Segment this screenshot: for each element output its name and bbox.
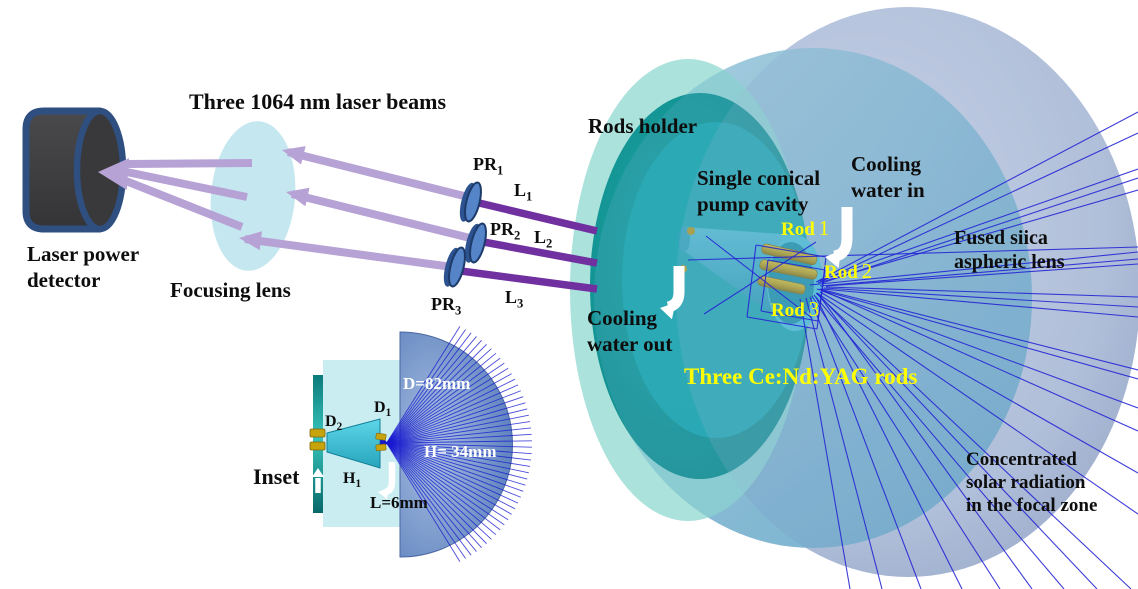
label-dim-d1: D1 xyxy=(374,399,392,420)
cooling-flow-arrows xyxy=(312,207,853,500)
label-dim-d2: D2 xyxy=(325,413,343,434)
label-rods-holder: Rods holder xyxy=(588,114,698,138)
label-pr2: PR2 xyxy=(490,219,521,243)
label-three-yag-rods: Three Ce:Nd:YAG rods xyxy=(684,364,918,389)
label-pr3: PR3 xyxy=(431,294,462,318)
laser-beams xyxy=(98,146,598,293)
pr-disk-3 xyxy=(443,246,466,288)
focusing-lens-shape xyxy=(210,121,296,271)
inset-rays xyxy=(379,326,532,562)
label-l2: L2 xyxy=(534,227,553,251)
partial-reflectors xyxy=(443,181,487,288)
laser-power-detector xyxy=(22,107,127,233)
label-dim-d: D=82mm xyxy=(403,374,471,393)
label-cooling-water-out: Cooling water out xyxy=(587,306,673,356)
pr-disk-2 xyxy=(464,222,487,264)
solar-rays xyxy=(687,111,1138,589)
label-laser-power-detector: Laser power detector xyxy=(27,242,140,292)
label-dim-l: L=6mm xyxy=(370,493,428,512)
inset-rod-end xyxy=(309,428,326,438)
label-concentrated-radiation: Concentrated solar radiation in the foca… xyxy=(966,449,1098,517)
rods-holder-inner-face xyxy=(622,122,810,438)
inset-rod-end xyxy=(309,441,326,451)
label-dim-h1: H1 xyxy=(343,470,362,491)
label-inset: Inset xyxy=(253,464,300,489)
label-focusing-lens: Focusing lens xyxy=(170,278,291,302)
inset-rod-tips xyxy=(375,432,387,452)
label-fused-silica-lens: Fused siica aspheric lens xyxy=(954,227,1065,274)
label-l3: L3 xyxy=(505,287,524,311)
label-l1: L1 xyxy=(514,180,533,204)
title-laser-beams: Three 1064 nm laser beams xyxy=(189,89,447,114)
label-cooling-water-in: Cooling water in xyxy=(851,152,925,202)
label-dim-h: H= 34mm xyxy=(424,442,497,461)
label-pr1: PR1 xyxy=(473,154,504,178)
label-pump-cavity: Single conical pump cavity xyxy=(697,166,821,216)
pr-disk-1 xyxy=(459,181,482,223)
inset-cone xyxy=(326,418,381,469)
